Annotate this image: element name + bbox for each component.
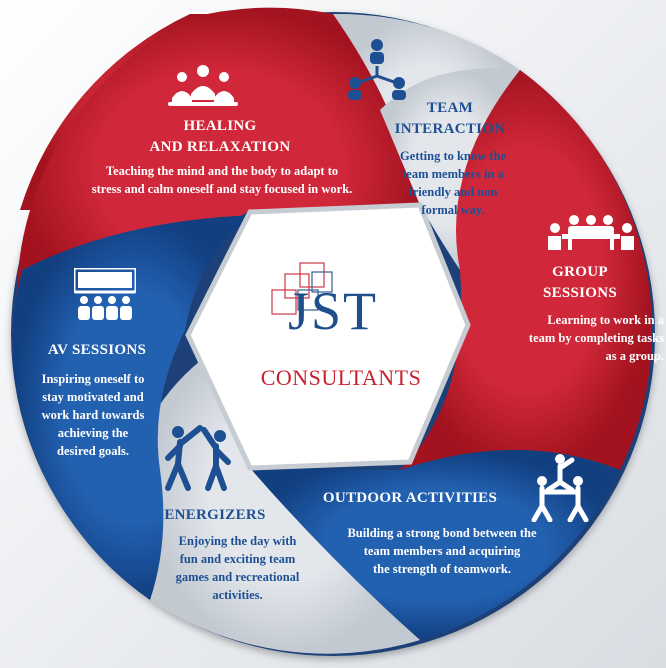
segment-outdoor[interactable] [250,450,620,640]
outdoor-title: OUTDOOR ACTIVITIES [322,490,498,506]
logo-name: JST [288,281,379,341]
outdoor-desc: Building a strong bond between the team … [347,526,537,576]
healing-title: HEALING AND RELAXATION [149,118,291,155]
group-title: GROUP SESSIONS [542,264,618,301]
human-pyramid-icon [531,454,589,522]
av-title: AV SESSIONS [47,342,147,358]
high-five-icon [165,425,231,491]
group-desc: Learning to work in a team by completing… [528,313,664,363]
logo-subtitle: CONSULTANTS [260,365,422,390]
meditation-group-icon [168,65,238,106]
segment-group[interactable] [400,70,653,470]
healing-desc: Teaching the mind and the body to adapt … [91,164,353,196]
segment-av[interactable] [12,215,255,600]
logo-mark [271,262,333,315]
team-desc: Getting to know the team members in a fr… [400,149,506,217]
team-title: TEAM INTERACTION [394,100,506,137]
energizers-title: ENERGIZERS [164,507,266,523]
meeting-table-icon [548,215,634,250]
network-people-icon [348,39,406,100]
audience-screen-icon [74,268,136,320]
av-desc: Inspiring oneself to stay motivated and … [41,372,145,458]
energizers-desc: Enjoying the day with fun and exciting t… [175,534,300,602]
center-hexagon [185,202,471,471]
segment-energizers[interactable] [150,330,420,654]
